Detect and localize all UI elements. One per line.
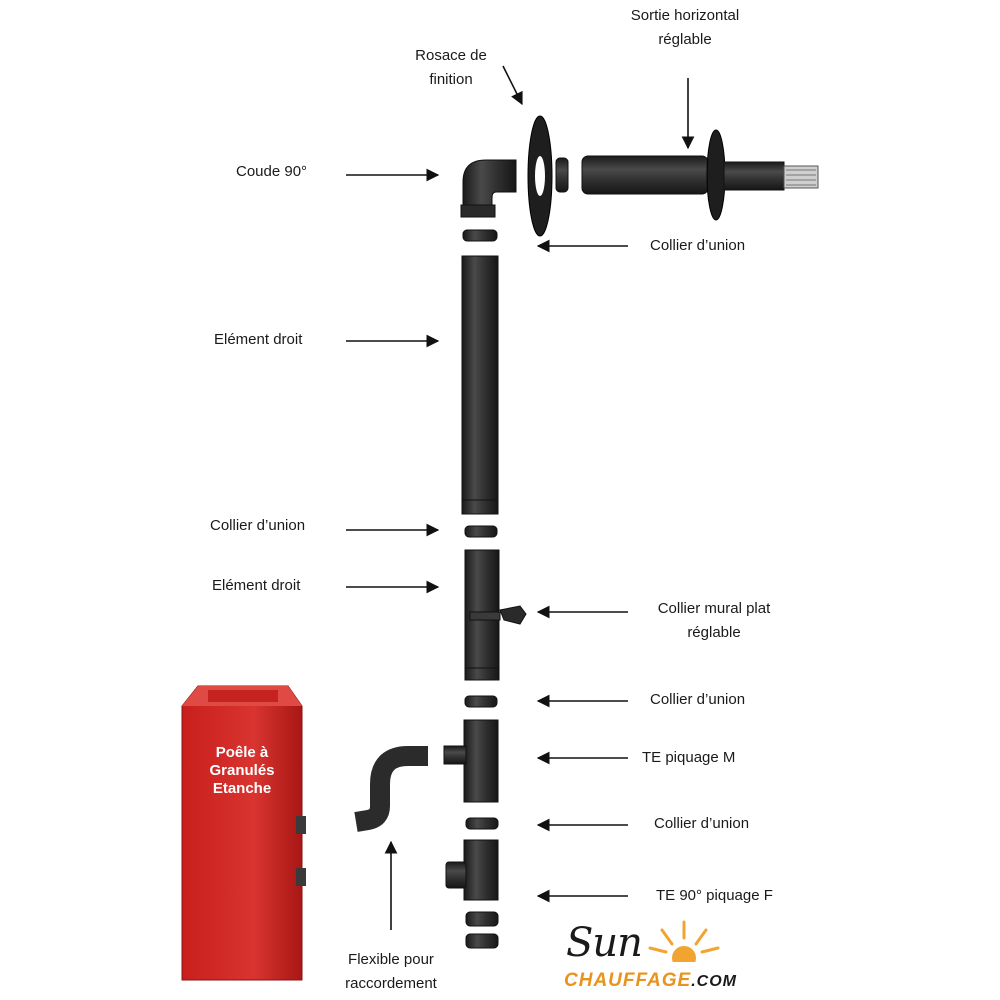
- label-line: réglable: [658, 31, 712, 48]
- logo-chauffage-text: CHAUFFAGE.COM: [564, 970, 737, 992]
- stove-label-line: Etanche: [212, 780, 272, 797]
- label-te-90-piquage-f: TE 90° piquage F: [656, 887, 773, 904]
- collier-union-4: [465, 817, 499, 830]
- poele-a-granules: [181, 685, 306, 981]
- label-line: Sortie horizontal: [630, 7, 740, 24]
- coude-90-elbow: [460, 159, 517, 218]
- label-coude-90: Coude 90°: [236, 163, 308, 180]
- element-droit-1: [461, 255, 499, 515]
- label-collier-union-4: Collier d’union: [654, 815, 750, 832]
- label-sortie-horizontal: Sortie horizontal réglable: [610, 4, 760, 52]
- label-te-piquage-m: TE piquage M: [642, 749, 736, 766]
- label-collier-union-top: Collier d’union: [650, 237, 746, 254]
- label-line: raccordement: [345, 975, 437, 992]
- collier-union-2: [464, 525, 498, 538]
- sun-icon: [648, 920, 720, 962]
- arrow-rosace: [502, 65, 523, 106]
- label-line: Flexible pour: [348, 951, 434, 968]
- label-flexible: Flexible pour raccordement: [326, 948, 456, 996]
- stove-label-line: Granulés: [209, 762, 275, 779]
- collier-union-1: [462, 229, 498, 242]
- arrows: [346, 65, 695, 930]
- logo-chauffage-word: CHAUFFAGE: [564, 970, 692, 991]
- label-line: réglable: [687, 624, 741, 641]
- collier-mural-plat: [469, 605, 527, 625]
- sortie-horizontale-pipe: [581, 129, 819, 221]
- collar-horizontal: [555, 157, 569, 193]
- label-line: Rosace de: [415, 47, 487, 64]
- label-collier-mural: Collier mural plat réglable: [632, 597, 796, 645]
- stove-label: Poêle à Granulés Etanche: [186, 744, 298, 798]
- flexible-raccordement: [354, 746, 428, 832]
- label-line: finition: [429, 71, 473, 88]
- label-collier-union-3: Collier d’union: [650, 691, 746, 708]
- label-collier-union-left: Collier d’union: [210, 517, 306, 534]
- logo-com: .COM: [691, 973, 738, 990]
- te-piquage-m: [443, 719, 499, 803]
- label-element-droit-2: Elément droit: [212, 577, 301, 594]
- rosace-de-finition: [527, 115, 553, 237]
- sun-chauffage-logo: Sun CHAUFFAGE.COM: [560, 918, 770, 998]
- label-element-droit-1: Elément droit: [214, 331, 303, 348]
- label-line: Collier mural plat: [657, 600, 771, 617]
- collier-union-3: [464, 695, 498, 708]
- label-rosace: Rosace de finition: [396, 44, 506, 92]
- logo-sun-text: Sun: [566, 920, 643, 966]
- bottom-cap: [465, 933, 499, 949]
- bottom-collar: [465, 911, 499, 927]
- stove-label-line: Poêle à: [215, 744, 269, 761]
- te-90-piquage-f: [445, 839, 499, 901]
